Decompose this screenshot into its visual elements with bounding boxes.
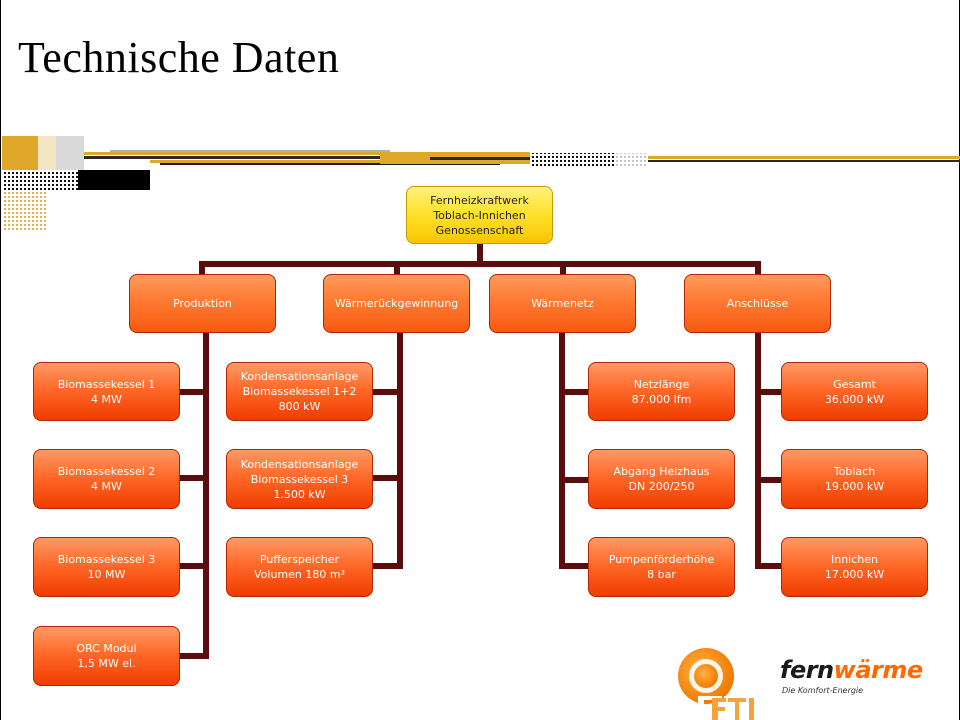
category-produktion: Produktion <box>129 274 276 333</box>
item-toblach: Toblach 19.000 kW <box>781 449 928 509</box>
item-biomassekessel-2: Biomassekessel 2 4 MW <box>33 449 180 509</box>
category-waermenetz: Wärmenetz <box>489 274 636 333</box>
fernwaerme-word-fern: fern <box>780 656 834 684</box>
item-biomassekessel-3: Biomassekessel 3 10 MW <box>33 537 180 597</box>
fernwaerme-word-waerme: wärme <box>833 656 924 684</box>
fernwaerme-tagline: Die Komfort-Energie <box>782 686 864 695</box>
header-decoration <box>2 136 960 232</box>
item-biomassekessel-1: Biomassekessel 1 4 MW <box>33 362 180 421</box>
item-abgang-heizhaus: Abgang Heizhaus DN 200/250 <box>588 449 735 509</box>
item-gesamt: Gesamt 36.000 kW <box>781 362 928 421</box>
item-pufferspeicher: Pufferspeicher Volumen 180 m³ <box>226 537 373 597</box>
fernwaerme-wordmark: fernwärme <box>780 656 923 684</box>
item-netzlaenge: Netzlänge 87.000 lfm <box>588 362 735 421</box>
slide-border-left <box>0 0 1 720</box>
item-kondensationsanlage-3: Kondensationsanlage Biomassekessel 3 1.5… <box>226 449 373 509</box>
item-orc-modul: ORC Modul 1,5 MW el. <box>33 626 180 686</box>
slide-title: Technische Daten <box>18 33 340 82</box>
item-innichen: Innichen 17.000 kW <box>781 537 928 597</box>
org-root-node: Fernheizkraftwerk Toblach-Innichen Genos… <box>406 186 553 244</box>
category-waermerueckgewinnung: Wärmerückgewinnung <box>323 274 470 333</box>
category-anschluesse: Anschlüsse <box>684 274 831 333</box>
item-kondensationsanlage-1-2: Kondensationsanlage Biomassekessel 1+2 8… <box>226 362 373 421</box>
item-pumpenfoerderhoehe: Pumpenförderhöhe 8 bar <box>588 537 735 597</box>
fti-logo <box>678 648 757 720</box>
